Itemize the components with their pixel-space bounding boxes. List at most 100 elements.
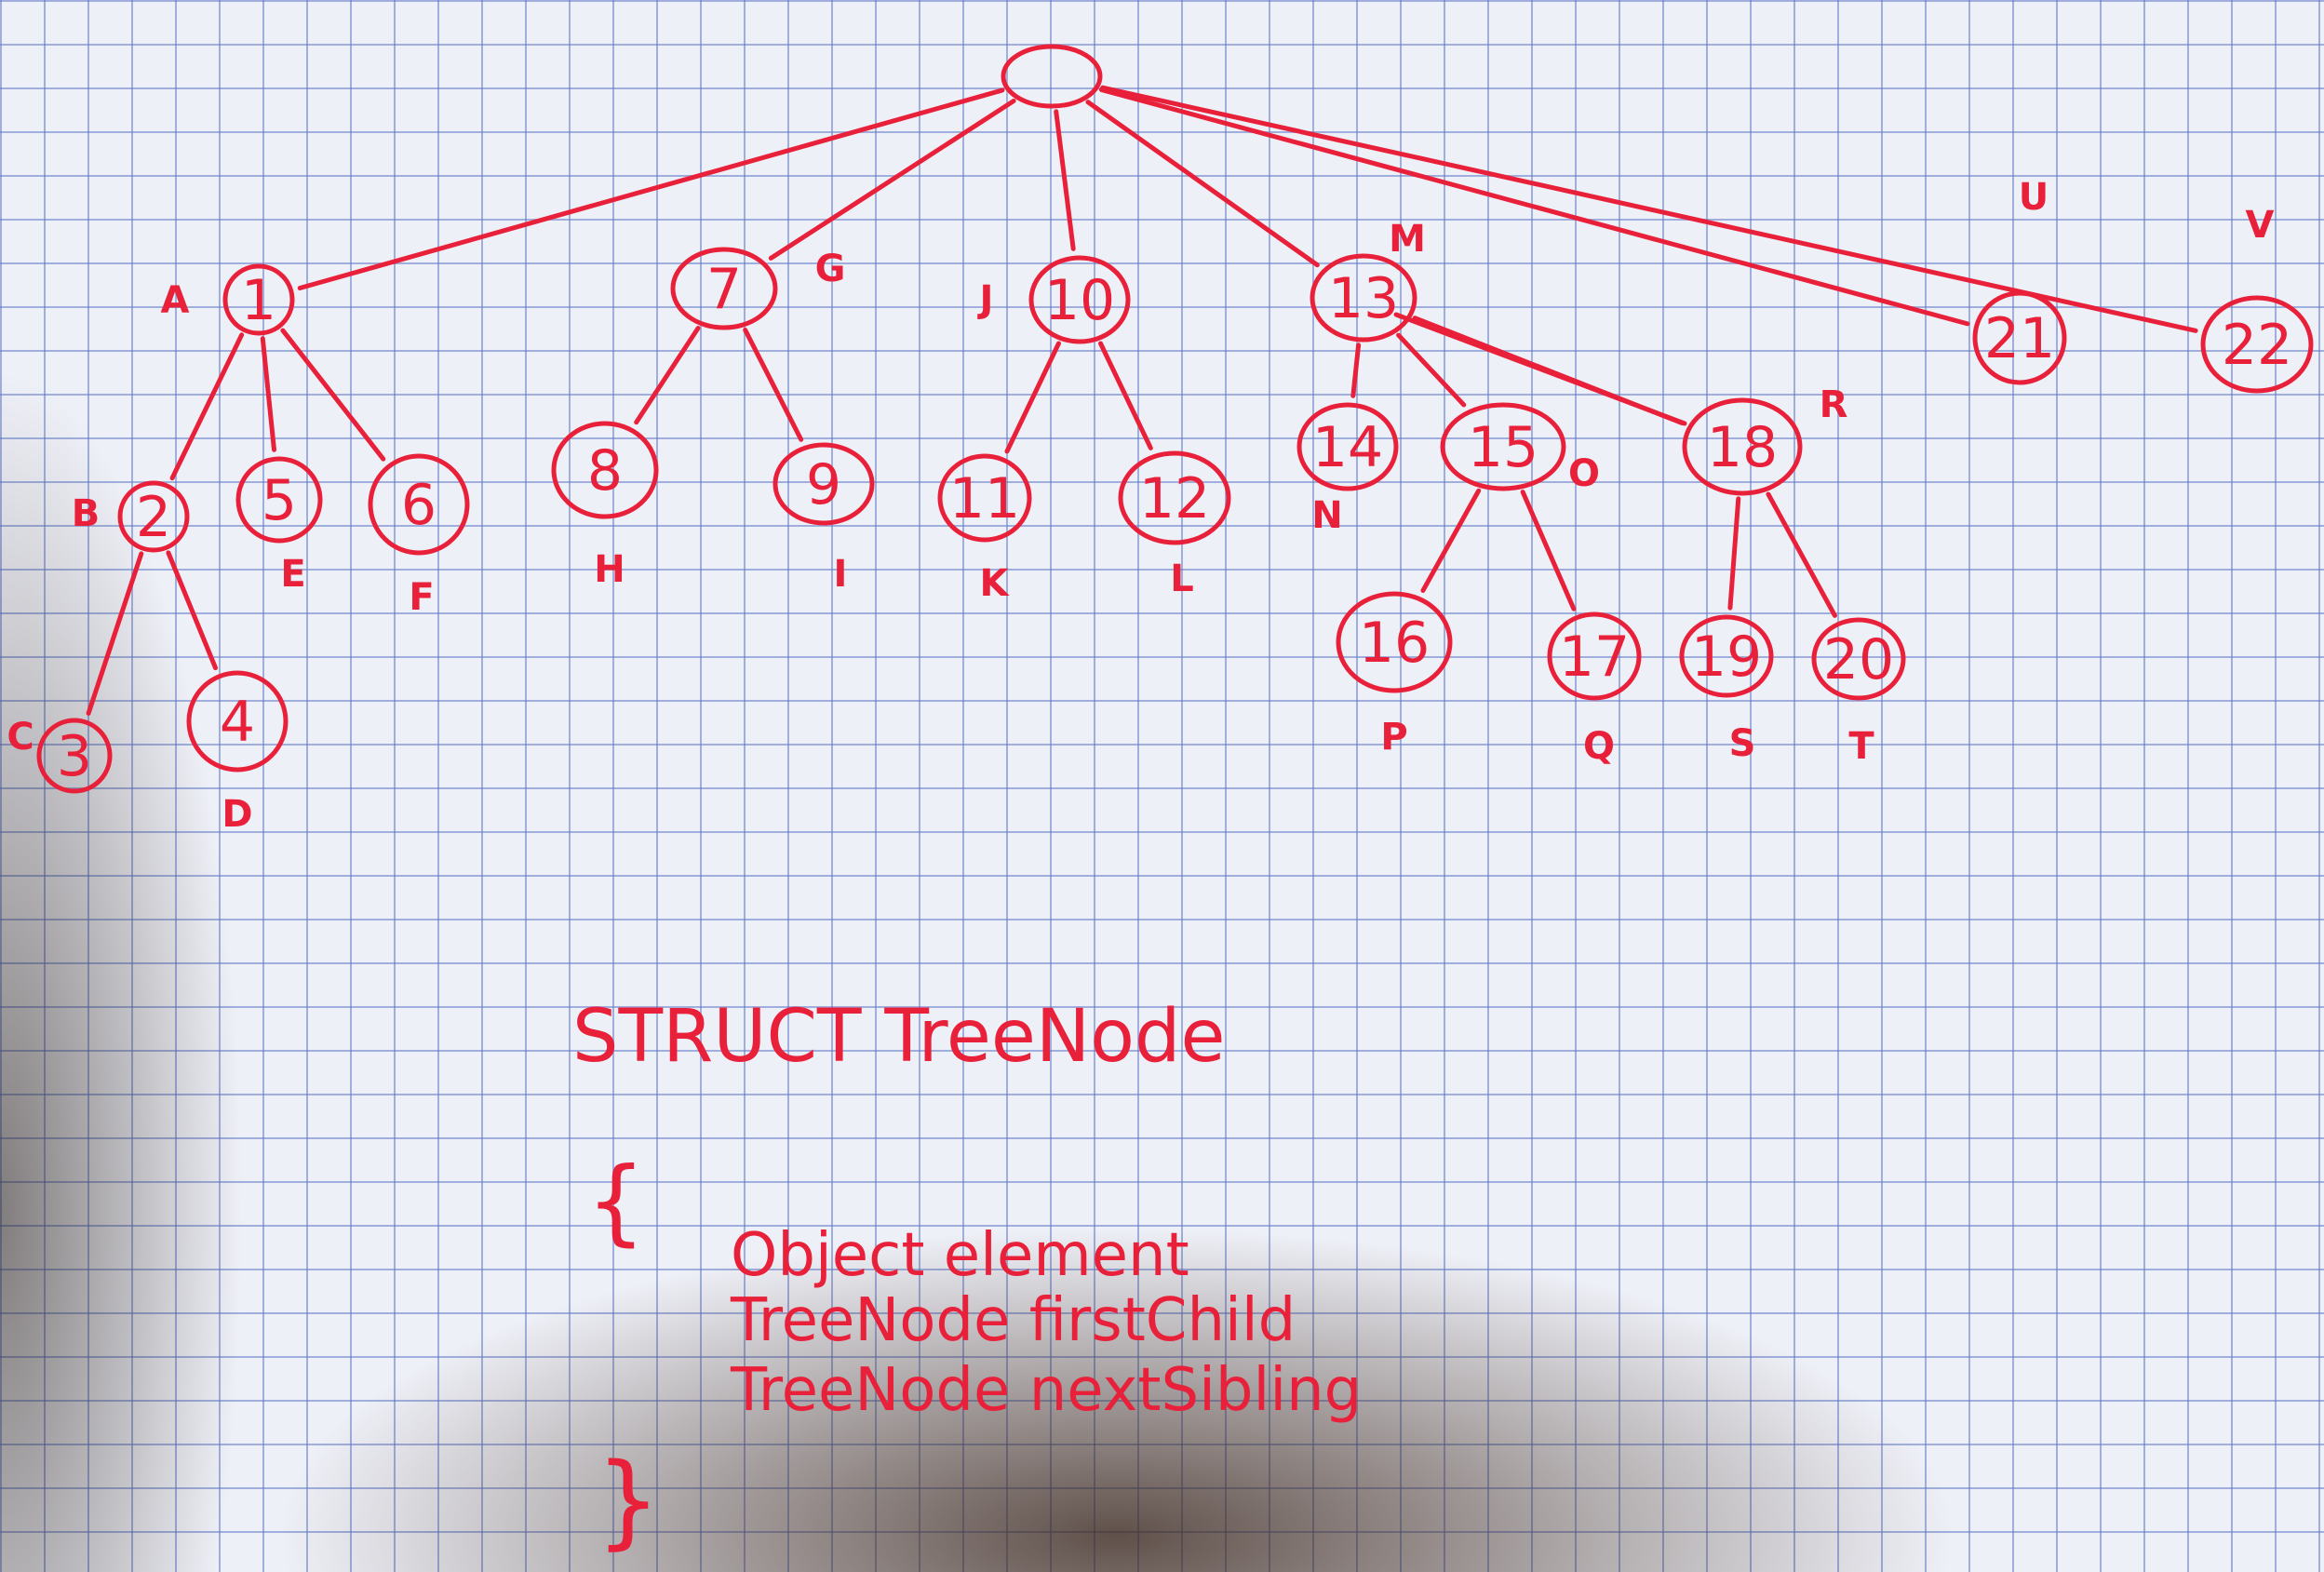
edge-root-n10 xyxy=(1054,109,1076,251)
node-number: 9 xyxy=(806,452,841,517)
tree-root-node xyxy=(1001,44,1103,109)
node-number: 17 xyxy=(1559,625,1630,690)
tree-node-10: 10 xyxy=(1028,255,1131,344)
node-letter-u: U xyxy=(2019,176,2049,219)
node-number: 7 xyxy=(706,257,742,322)
node-letter-s: S xyxy=(1729,722,1756,765)
node-letter-p: P xyxy=(1380,716,1407,759)
edge-root-n22 xyxy=(1100,85,2198,333)
node-circle xyxy=(2200,295,2314,394)
node-letter-k: K xyxy=(980,562,1011,605)
node-circle xyxy=(1440,402,1566,491)
node-letter-m: M xyxy=(1389,218,1426,261)
node-letter-h: H xyxy=(594,548,625,591)
struct-declaration: STRUCT TreeNode xyxy=(572,995,1225,1079)
node-letter-e: E xyxy=(280,553,305,596)
edge-n7-n8 xyxy=(634,326,701,425)
node-circle xyxy=(1118,450,1231,545)
node-letter-l: L xyxy=(1170,558,1194,600)
tree-node-3: 3 xyxy=(36,718,113,794)
edge-n10-n11 xyxy=(1004,341,1062,454)
node-number: 10 xyxy=(1044,268,1115,333)
node-number: 15 xyxy=(1468,415,1538,480)
edge-n7-n9 xyxy=(743,327,804,442)
tree-node-8: 8 xyxy=(551,421,659,519)
close-brace: } xyxy=(596,1441,661,1560)
tree-node-12: 12 xyxy=(1118,450,1231,545)
node-letter-i: I xyxy=(834,553,848,596)
node-circle xyxy=(235,456,323,544)
node-letter-c: C xyxy=(7,716,34,759)
edge-n13-n15 xyxy=(1396,332,1467,408)
node-number: 19 xyxy=(1691,625,1762,690)
node-letter-r: R xyxy=(1820,383,1848,426)
field-next-sibling: TreeNode nextSibling xyxy=(730,1356,1362,1425)
open-brace: { xyxy=(586,1147,646,1256)
node-number: 22 xyxy=(2222,313,2292,378)
edge-root-n21 xyxy=(1098,87,1970,327)
edge-n13-n14 xyxy=(1350,343,1362,398)
node-number: 2 xyxy=(136,485,171,550)
edge-n2-n3 xyxy=(86,551,144,716)
node-circle xyxy=(1336,591,1453,693)
node-circle xyxy=(117,480,190,553)
tree-node-18: 18 xyxy=(1682,397,1803,496)
field-first-child: TreeNode firstChild xyxy=(730,1286,1296,1355)
edge-n2-n4 xyxy=(166,550,219,671)
tree-node-11: 11 xyxy=(937,453,1032,543)
tree-node-17: 17 xyxy=(1547,611,1642,701)
tree-node-15: 15 xyxy=(1440,402,1566,491)
tree-node-13: 13 xyxy=(1310,253,1417,343)
node-circle xyxy=(368,453,470,556)
node-circle xyxy=(1001,44,1103,109)
node-circle xyxy=(551,421,659,519)
node-circle xyxy=(1296,402,1399,491)
edge-root-n13 xyxy=(1085,100,1320,268)
node-number: 11 xyxy=(949,466,1020,531)
tree-node-4: 4 xyxy=(186,670,289,773)
node-number: 6 xyxy=(401,473,437,538)
tree-node-5: 5 xyxy=(235,456,323,544)
node-letter-b: B xyxy=(72,492,101,535)
node-circle xyxy=(1972,290,2067,385)
edge-n15-n16 xyxy=(1420,488,1482,593)
node-number: 5 xyxy=(262,468,297,533)
struct-definition: STRUCT TreeNode { Object element TreeNod… xyxy=(572,995,1362,1560)
node-circle xyxy=(1547,611,1642,701)
node-number: 4 xyxy=(220,690,255,755)
node-number: 21 xyxy=(1984,306,2055,371)
node-number: 1 xyxy=(241,268,276,333)
node-number: 13 xyxy=(1328,266,1399,331)
node-letter-a: A xyxy=(161,279,190,322)
node-circle xyxy=(222,263,295,336)
node-number: 20 xyxy=(1823,627,1894,692)
node-circle xyxy=(1811,617,1906,701)
node-circle xyxy=(670,247,778,330)
node-number: 12 xyxy=(1139,466,1210,531)
edge-root-n7 xyxy=(768,98,1016,261)
node-circle xyxy=(937,453,1032,543)
node-circle xyxy=(186,670,289,773)
tree-node-22: 22 xyxy=(2200,295,2314,394)
node-letter-o: O xyxy=(1568,452,1600,495)
tree-node-21: 21 xyxy=(1972,290,2067,385)
node-number: 8 xyxy=(587,438,623,504)
edge-n18-n20 xyxy=(1766,491,1837,618)
tree-node-19: 19 xyxy=(1679,614,1774,698)
node-letter-g: G xyxy=(815,248,846,290)
node-circle xyxy=(1682,397,1803,496)
node-circle xyxy=(1028,255,1131,344)
node-letter-v: V xyxy=(2246,204,2275,247)
node-letter-j: J xyxy=(977,278,994,321)
tree-node-2: 2 xyxy=(117,480,190,553)
edge-root-n1 xyxy=(297,87,1005,291)
node-number: 16 xyxy=(1359,611,1430,676)
node-number: 18 xyxy=(1707,415,1778,480)
node-circle xyxy=(1310,253,1417,343)
node-letter-n: N xyxy=(1311,494,1342,537)
edge-n18-n19 xyxy=(1727,496,1741,611)
edge-n1-n6 xyxy=(280,328,386,462)
tree-edges xyxy=(86,85,2198,716)
